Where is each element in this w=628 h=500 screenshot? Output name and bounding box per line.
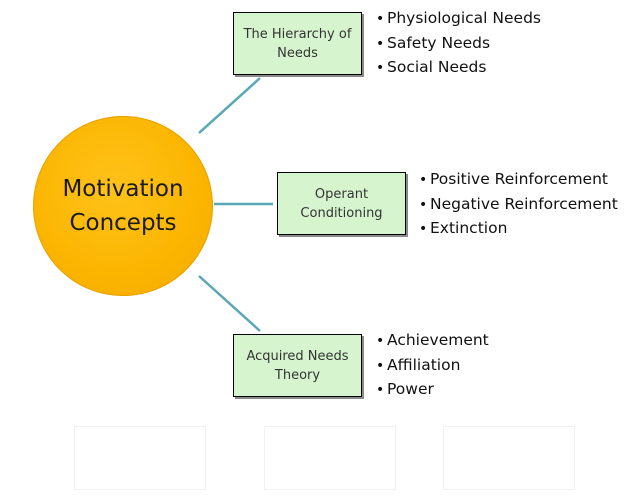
- hierarchy-needs-list: Physiological Needs Safety Needs Social …: [376, 7, 541, 81]
- list-item: Negative Reinforcement: [419, 193, 618, 218]
- list-item: Positive Reinforcement: [419, 168, 618, 193]
- empty-placeholder-box: [74, 426, 206, 490]
- operant-conditioning-list: Positive Reinforcement Negative Reinforc…: [419, 168, 618, 242]
- connector-hierarchy: [198, 77, 261, 134]
- acquired-needs-list: Achievement Affiliation Power: [376, 329, 489, 403]
- list-item: Physiological Needs: [376, 7, 541, 32]
- branch-title-line: Needs: [277, 45, 318, 61]
- central-concept-circle: Motivation Concepts: [33, 116, 213, 296]
- branch-box-operant-conditioning: Operant Conditioning: [277, 172, 406, 235]
- center-title-line-2: Concepts: [69, 210, 177, 236]
- branch-title-line: Theory: [274, 367, 321, 383]
- list-item: Achievement: [376, 329, 489, 354]
- list-item: Social Needs: [376, 56, 541, 81]
- branch-title-line: The Hierarchy of: [243, 26, 352, 42]
- branch-title-line: Operant: [314, 186, 369, 202]
- list-item: Affiliation: [376, 354, 489, 379]
- list-item: Power: [376, 378, 489, 403]
- branch-title-line: Conditioning: [300, 205, 383, 221]
- branch-box-hierarchy-of-needs: The Hierarchy of Needs: [233, 12, 362, 75]
- branch-title-line: Acquired Needs: [246, 348, 349, 364]
- connector-acquired: [198, 275, 261, 332]
- list-item: Safety Needs: [376, 32, 541, 57]
- list-item: Extinction: [419, 217, 618, 242]
- center-title-line-1: Motivation: [62, 176, 184, 202]
- empty-placeholder-box: [264, 426, 396, 490]
- branch-box-acquired-needs-theory: Acquired Needs Theory: [233, 334, 362, 397]
- empty-placeholder-box: [443, 426, 575, 490]
